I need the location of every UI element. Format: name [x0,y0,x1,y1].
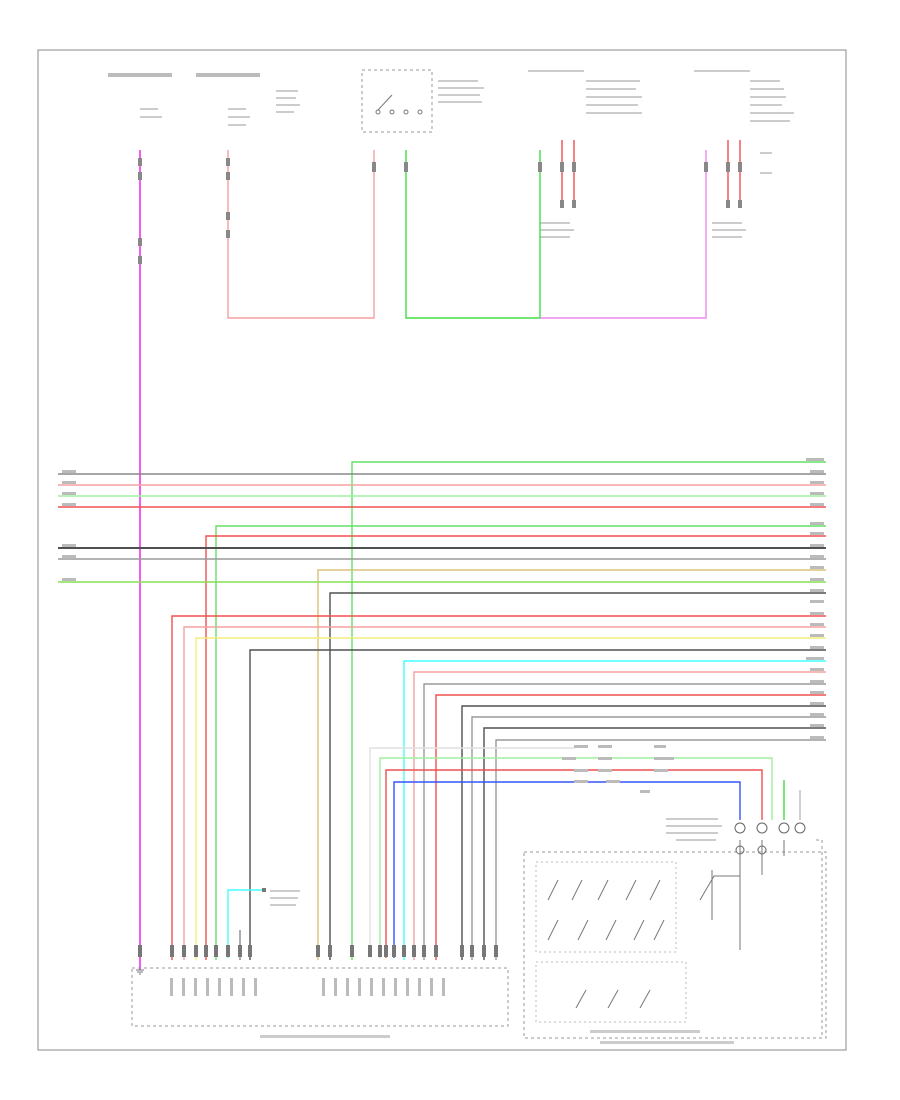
bus-wires [58,461,826,960]
switch-module-top [361,69,484,133]
sensor-block-right [694,70,794,238]
control-module-bottom [131,888,509,1038]
sensor-block-mid [528,70,642,238]
top-wires [139,140,741,970]
ground-icon [136,969,144,975]
wire-green-loop [405,150,541,319]
connector-pins-top [138,158,742,264]
wire-red-loop [227,150,375,319]
lower-wire-labels [562,745,674,793]
wire-pink-loop [540,150,707,319]
bus-labels-left [62,470,76,581]
diagram-frame [37,49,847,1051]
switch-assembly-right [523,818,827,1044]
fuse-block-left [108,73,300,126]
bus-labels-right [806,458,824,739]
